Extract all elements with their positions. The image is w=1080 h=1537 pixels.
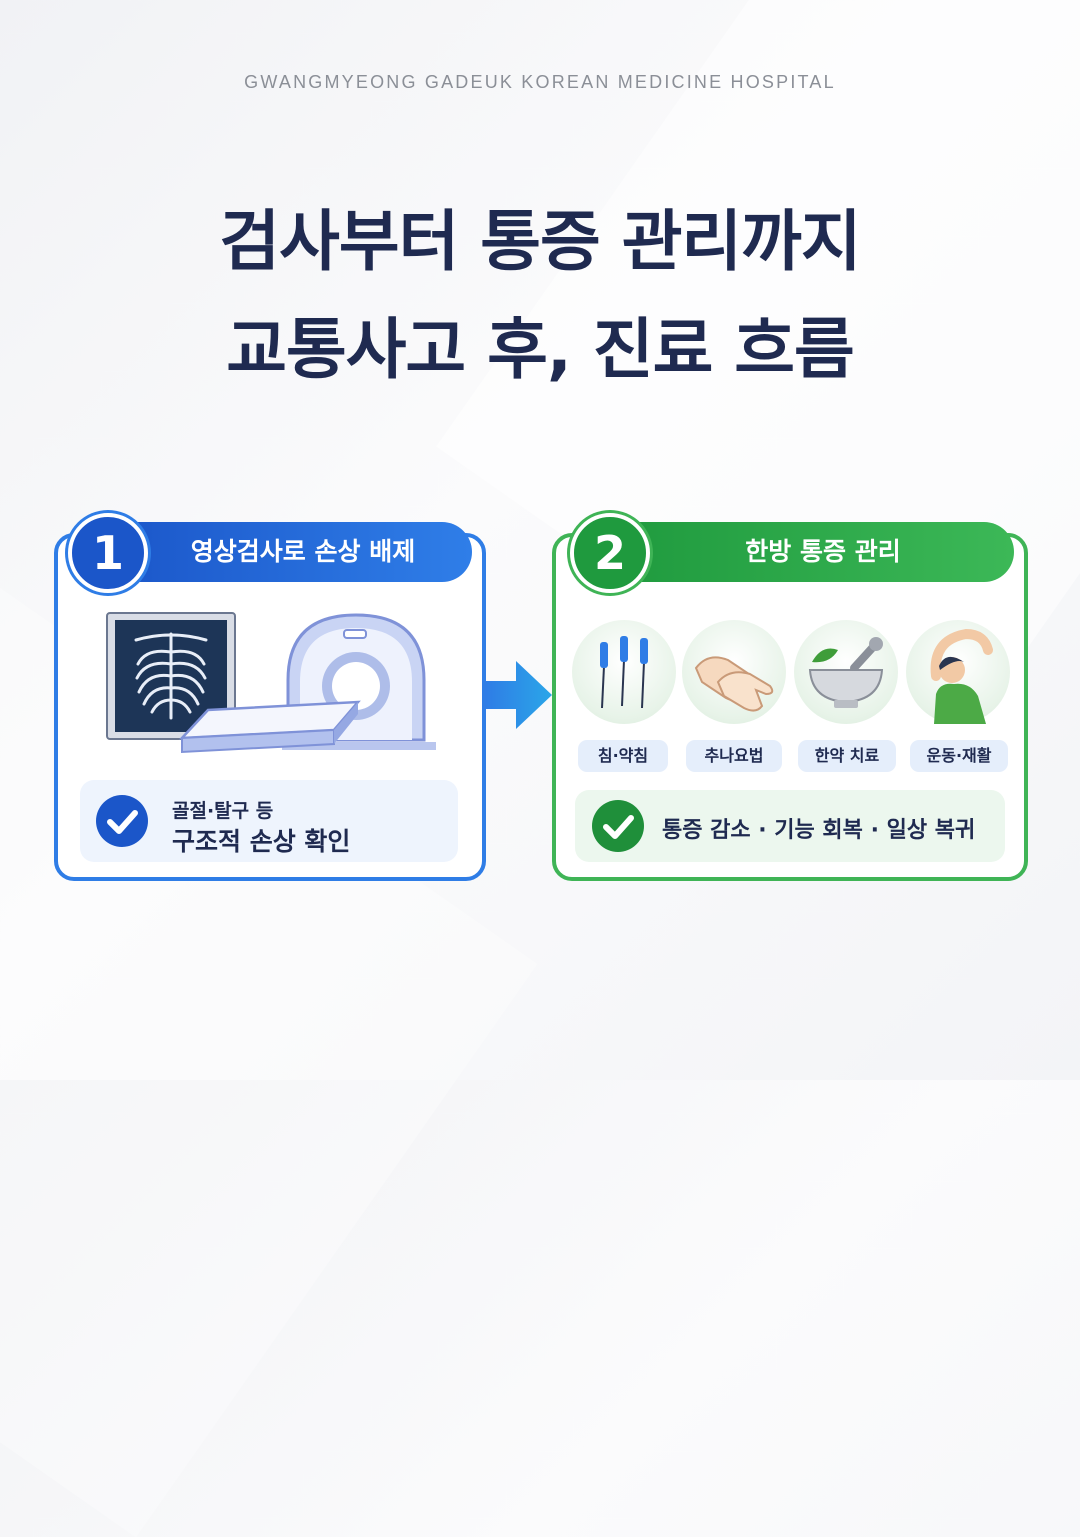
step2-result-text: 통증 감소 · 기능 회복 · 일상 복귀 (662, 818, 976, 843)
check-icon (96, 795, 148, 847)
acupuncture-needles-icon (600, 636, 648, 709)
stretching-person-icon (930, 628, 993, 724)
ct-scanner-icon (178, 613, 436, 754)
step1-title-text: 영상검사로 손상 배제 (190, 537, 416, 566)
check-icon (592, 800, 644, 852)
hospital-name: GWANGMYEONG GADEUK KOREAN MEDICINE HOSPI… (244, 72, 836, 92)
page-title-line1: 검사부터 통증 관리까지 (219, 203, 861, 280)
step2-number: 2 (570, 513, 650, 593)
treatment-tag: 운동·재활 (910, 740, 1008, 772)
step1-note-line2: 구조적 손상 확인 (172, 827, 351, 856)
step2-title-text: 한방 통증 관리 (745, 537, 901, 566)
treatment-circle (682, 620, 786, 724)
step1-title: 영상검사로 손상 배제 (110, 522, 472, 582)
treatment-circle (906, 620, 1010, 724)
page-title-line2: 교통사고 후, 진료 흐름 (226, 311, 855, 388)
step2-title: 한방 통증 관리 (612, 522, 1014, 582)
treatment-tag: 침·약침 (578, 740, 668, 772)
step1-note-line1: 골절·탈구 등 (172, 800, 274, 822)
herbal-mortar-icon (808, 637, 884, 708)
treatment-circle (794, 620, 898, 724)
treatment-tag: 추나요법 (686, 740, 782, 772)
hands-icon (694, 656, 774, 712)
arrow-right-icon (486, 661, 552, 729)
treatment-circle (572, 620, 676, 724)
step2-result-box (575, 790, 1005, 862)
step1-number: 1 (68, 513, 148, 593)
treatment-tag: 한약 치료 (798, 740, 896, 772)
